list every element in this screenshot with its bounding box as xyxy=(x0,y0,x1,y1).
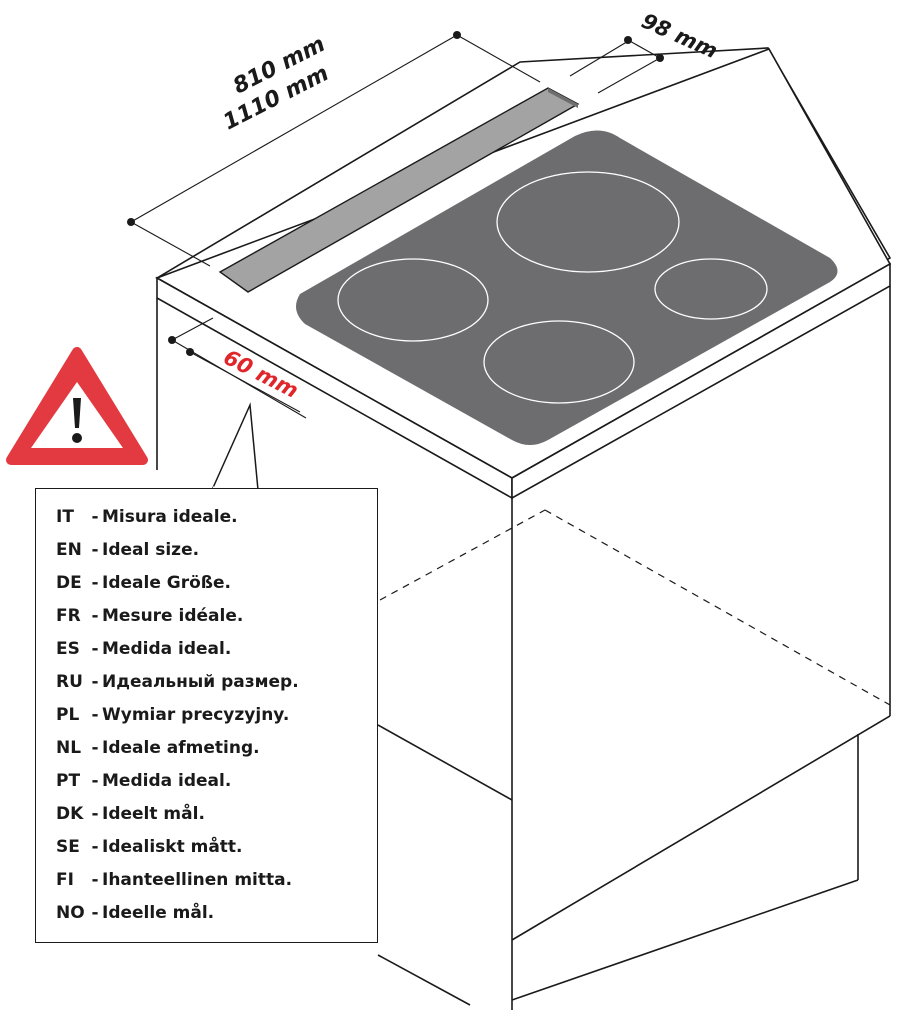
legend-text: Misura ideale. xyxy=(102,507,238,527)
legend-separator: - xyxy=(91,606,99,626)
callout-pointer xyxy=(211,402,259,491)
legend-row-no: NO - Ideelle mål. xyxy=(56,903,377,936)
legend-separator: - xyxy=(91,639,99,659)
legend-text: Medida ideal. xyxy=(102,771,232,791)
ventilation-slot xyxy=(218,87,580,293)
legend-row-nl: NL - Ideale afmeting. xyxy=(56,738,377,771)
legend-separator: - xyxy=(91,540,99,560)
legend-row-it: IT - Misura ideale. xyxy=(56,507,377,540)
legend-text: Идеальный размер. xyxy=(102,672,299,692)
legend-separator: - xyxy=(91,507,99,527)
legend-code: EN xyxy=(56,540,82,560)
legend-text: Ihanteellinen mitta. xyxy=(102,870,293,890)
warning-triangle-icon xyxy=(6,347,148,465)
cooking-zone-front xyxy=(483,320,635,404)
cabinet-front-bottom-edge xyxy=(377,724,513,801)
legend-code: IT xyxy=(56,507,74,527)
legend-row-es: ES - Medida ideal. xyxy=(56,639,377,672)
legend-code: FI xyxy=(56,870,74,890)
legend-text: Ideal size. xyxy=(102,540,200,560)
glass-cooktop xyxy=(296,130,838,445)
plinth-bottom-right xyxy=(511,879,859,1001)
legend-row-se: SE - Idealiskt mått. xyxy=(56,837,377,870)
legend-separator: - xyxy=(91,738,99,758)
plinth-bottom-left xyxy=(377,954,471,1006)
legend-code: DK xyxy=(56,804,84,824)
legend-text: Ideale afmeting. xyxy=(102,738,260,758)
legend-row-ru: RU - Идеальный размер. xyxy=(56,672,377,705)
legend-code: FR xyxy=(56,606,81,626)
legend-separator: - xyxy=(91,870,99,890)
legend-text: Wymiar precyzyjny. xyxy=(102,705,290,725)
dimension-lines xyxy=(130,34,661,419)
cooking-zone-left xyxy=(337,258,489,342)
legend-row-pl: PL - Wymiar precyzyjny. xyxy=(56,705,377,738)
legend-text: Ideelle mål. xyxy=(102,903,215,923)
legend-text: Idealiskt mått. xyxy=(102,837,243,857)
legend-code: NL xyxy=(56,738,82,758)
legend-text: Mesure idéale. xyxy=(102,606,244,626)
legend-text: Ideale Größe. xyxy=(102,573,232,593)
legend-code: ES xyxy=(56,639,80,659)
ideal-size-callout: IT - Misura ideale. EN - Ideal size. DE … xyxy=(35,488,378,943)
cooking-zone-small xyxy=(654,258,768,320)
cabinet-base-right xyxy=(511,715,891,941)
legend-row-fi: FI - Ihanteellinen mitta. xyxy=(56,870,377,903)
legend-row-de: DE - Ideale Größe. xyxy=(56,573,377,606)
legend-code: RU xyxy=(56,672,83,692)
legend-separator: - xyxy=(91,672,99,692)
legend-separator: - xyxy=(91,771,99,791)
legend-row-dk: DK - Ideelt mål. xyxy=(56,804,377,837)
legend-code: PL xyxy=(56,705,80,725)
legend-code: NO xyxy=(56,903,85,923)
legend-text: Ideelt mål. xyxy=(102,804,205,824)
legend-separator: - xyxy=(91,705,99,725)
cooking-zones xyxy=(337,171,768,404)
legend-text: Medida ideal. xyxy=(102,639,232,659)
legend-separator: - xyxy=(91,903,99,923)
cooking-zone-large xyxy=(496,171,680,273)
legend-code: SE xyxy=(56,837,80,857)
dimension-endpoints xyxy=(127,31,664,356)
legend-row-en: EN - Ideal size. xyxy=(56,540,377,573)
legend-row-fr: FR - Mesure idéale. xyxy=(56,606,377,639)
legend-code: DE xyxy=(56,573,82,593)
hidden-edges xyxy=(379,509,891,706)
legend-separator: - xyxy=(91,804,99,824)
legend-separator: - xyxy=(91,837,99,857)
legend-row-pt: PT - Medida ideal. xyxy=(56,771,377,804)
legend-separator: - xyxy=(91,573,99,593)
legend-code: PT xyxy=(56,771,81,791)
